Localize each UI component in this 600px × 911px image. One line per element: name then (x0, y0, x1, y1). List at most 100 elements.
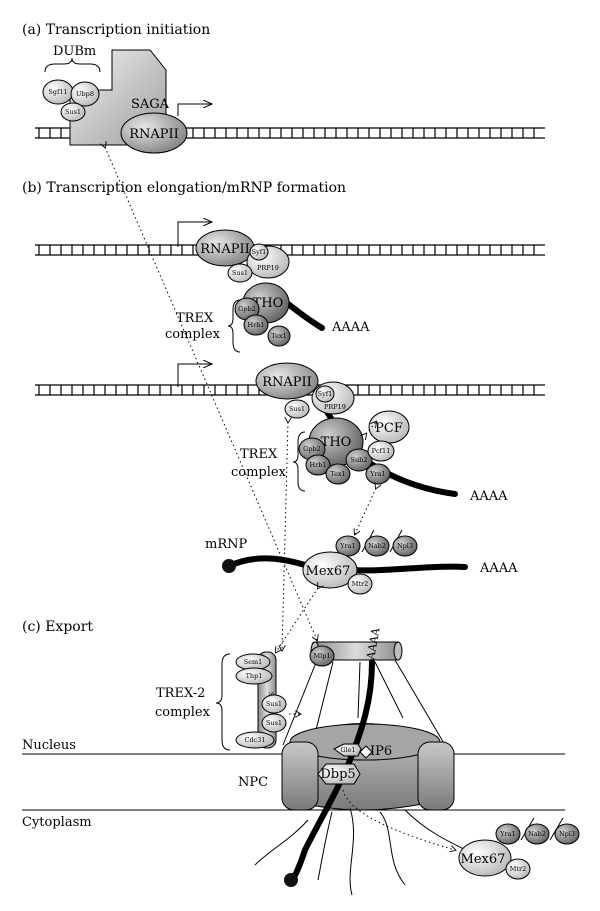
mex67-protein-cytoplasm (458, 839, 512, 877)
sus1-label-trex2-a: Sus1 (266, 700, 282, 708)
nab2-label-mrnp: Nab2 (368, 542, 386, 550)
mrnp-rna-left (226, 555, 318, 571)
mrnp-label: mRNP (205, 537, 247, 552)
mtr2-protein-cytoplasm (505, 858, 531, 880)
sem1-label: Sem1 (244, 658, 263, 666)
yra1-protein-cytoplasm (495, 823, 521, 845)
mlp1-label: Mlp1 (313, 652, 330, 660)
syf1-label-2: Syf1 (318, 390, 333, 398)
polya-mrnp: AAAA (479, 561, 518, 576)
thp1-protein (235, 667, 273, 685)
prp19-label-1: PRP19 (257, 264, 279, 272)
dbp5-label: Dbp5 (320, 767, 355, 782)
thp1-label: Thp1 (246, 672, 263, 680)
tex1-protein-2 (325, 463, 351, 485)
trex-complex-label-1: complex (165, 327, 221, 342)
arrow-sus1-to-trex2 (282, 422, 288, 650)
pcf11-label: Pcf11 (372, 447, 391, 455)
pcf11-protein (367, 440, 395, 462)
mtr2-protein-nuclear (347, 573, 373, 595)
polya-export: AAAA (364, 626, 383, 662)
mex67-label-cytoplasm: Mex67 (461, 852, 506, 867)
hrb1-label-1: Hrb1 (247, 321, 264, 329)
initiation-panel: DUBm SAGA Sgf11 Ubp8 Sus1 RNAPII (42, 44, 212, 154)
nab2-protein-mrnp (364, 535, 390, 557)
cytoplasm-label: Cytoplasm (22, 815, 92, 830)
gle1-protein (333, 743, 362, 757)
yra1-label-b2: Yra1 (369, 470, 385, 478)
tex1-label-2: Tex1 (330, 470, 345, 478)
tss-arrow-a (177, 104, 212, 116)
npl3-protein-cytoplasm (554, 823, 580, 845)
gle1-label: Gle1 (340, 746, 355, 754)
prp19-label-2: PRP19 (324, 403, 346, 411)
npc-right-pillar (417, 741, 455, 811)
arrow-yra1-to-mrnp (355, 488, 376, 534)
rnapii-label-a: RNAPII (129, 127, 179, 142)
sus1-protein-trex2-b (261, 713, 287, 733)
export-panel: Nucleus Cytoplasm NPC AAAA Gle1 IP6 Dbp5… (22, 626, 580, 896)
section-b-title: (b) Transcription elongation/mRNP format… (22, 180, 346, 196)
rnapii-label-b2: RNAPII (262, 375, 312, 390)
sus1-protein-trex2-a (261, 694, 287, 714)
mtr2-label-nuclear: Mtr2 (352, 580, 369, 588)
section-c-title: (c) Export (22, 619, 93, 635)
sgf11-label: Sgf11 (48, 88, 67, 96)
sus1-protein-dubm (60, 102, 86, 122)
dubm-label: DUBm (53, 44, 96, 59)
tho-label-2: THO (321, 435, 352, 450)
arrow-mex67-to-trex2 (276, 588, 318, 652)
polya-b1: AAAA (331, 320, 370, 335)
gpb2-label-2: Gpb2 (303, 445, 321, 453)
sus1-label-b1: Sus1 (232, 269, 248, 277)
mrnp-rna-right (345, 563, 468, 574)
nab2-protein-cytoplasm (524, 823, 550, 845)
sus1-label-trex2-b: Sus1 (266, 719, 282, 727)
basket-ring-end-right (393, 641, 403, 661)
ubp8-label: Ubp8 (76, 90, 94, 98)
dubm-brace (44, 57, 101, 73)
dbp5-protein (317, 763, 361, 785)
saga-label: SAGA (131, 97, 170, 112)
trex-complex-label-2: complex (231, 465, 287, 480)
mrnp-panel: mRNP AAAA Yra1 Nab2 Npl3 Mex67 Mtr2 (205, 529, 518, 595)
npl3-label-mrnp: Npl3 (397, 542, 413, 550)
ip6-molecule (359, 745, 373, 759)
syf1-label-1: Syf1 (252, 248, 267, 256)
cdc31-protein (235, 731, 275, 749)
trex2-complex-label: complex (155, 705, 211, 720)
nab2-label-cytoplasm: Nab2 (528, 830, 546, 838)
ip6-label: IP6 (370, 744, 392, 759)
nucleus-label: Nucleus (22, 738, 76, 753)
sub2-protein (345, 448, 373, 472)
polya-b2: AAAA (469, 489, 508, 504)
cytoplasmic-filaments (254, 807, 471, 896)
npl3-label-cytoplasm: Npl3 (559, 830, 575, 838)
cdc31-label: Cdc31 (244, 736, 265, 744)
mrna-cap-cytoplasm (284, 873, 298, 887)
pcf-label: PCF (375, 421, 403, 436)
elongation-panel-2: AAAA RNAPII PRP19 Syf1 Sus1 THO Gpb2 Hrb… (177, 363, 508, 504)
ubp8-protein (70, 81, 100, 107)
mrna-exporting (289, 659, 375, 883)
sus1-label-b2: Sus1 (289, 405, 305, 413)
mex67-label-nuclear: Mex67 (306, 564, 351, 579)
npc-left-pillar (281, 741, 319, 811)
tex1-label-1: Tex1 (271, 332, 286, 340)
sus1-label-dubm: Sus1 (65, 108, 81, 116)
elongation-panel-1: AAAA RNAPII PRP19 Syf1 Sus1 THO Gpb2 Hrb… (165, 222, 370, 353)
nuclear-basket-filaments (282, 659, 446, 746)
section-a-title: (a) Transcription initiation (22, 22, 210, 38)
rnapii-label-b1: RNAPII (200, 242, 250, 257)
trex-label-2: TREX (240, 447, 278, 462)
mrnp-cap (222, 559, 236, 573)
dna-strand-b1 (35, 244, 545, 256)
trex2-label: TREX-2 (156, 686, 205, 701)
interaction-arrows (105, 147, 455, 850)
gpb2-label-1: Gpb2 (238, 305, 256, 313)
trex-label-1: TREX (176, 311, 214, 326)
trex2-brace (215, 653, 231, 751)
yra1-label-mrnp: Yra1 (339, 542, 355, 550)
npl3-protein-mrnp (392, 535, 418, 557)
